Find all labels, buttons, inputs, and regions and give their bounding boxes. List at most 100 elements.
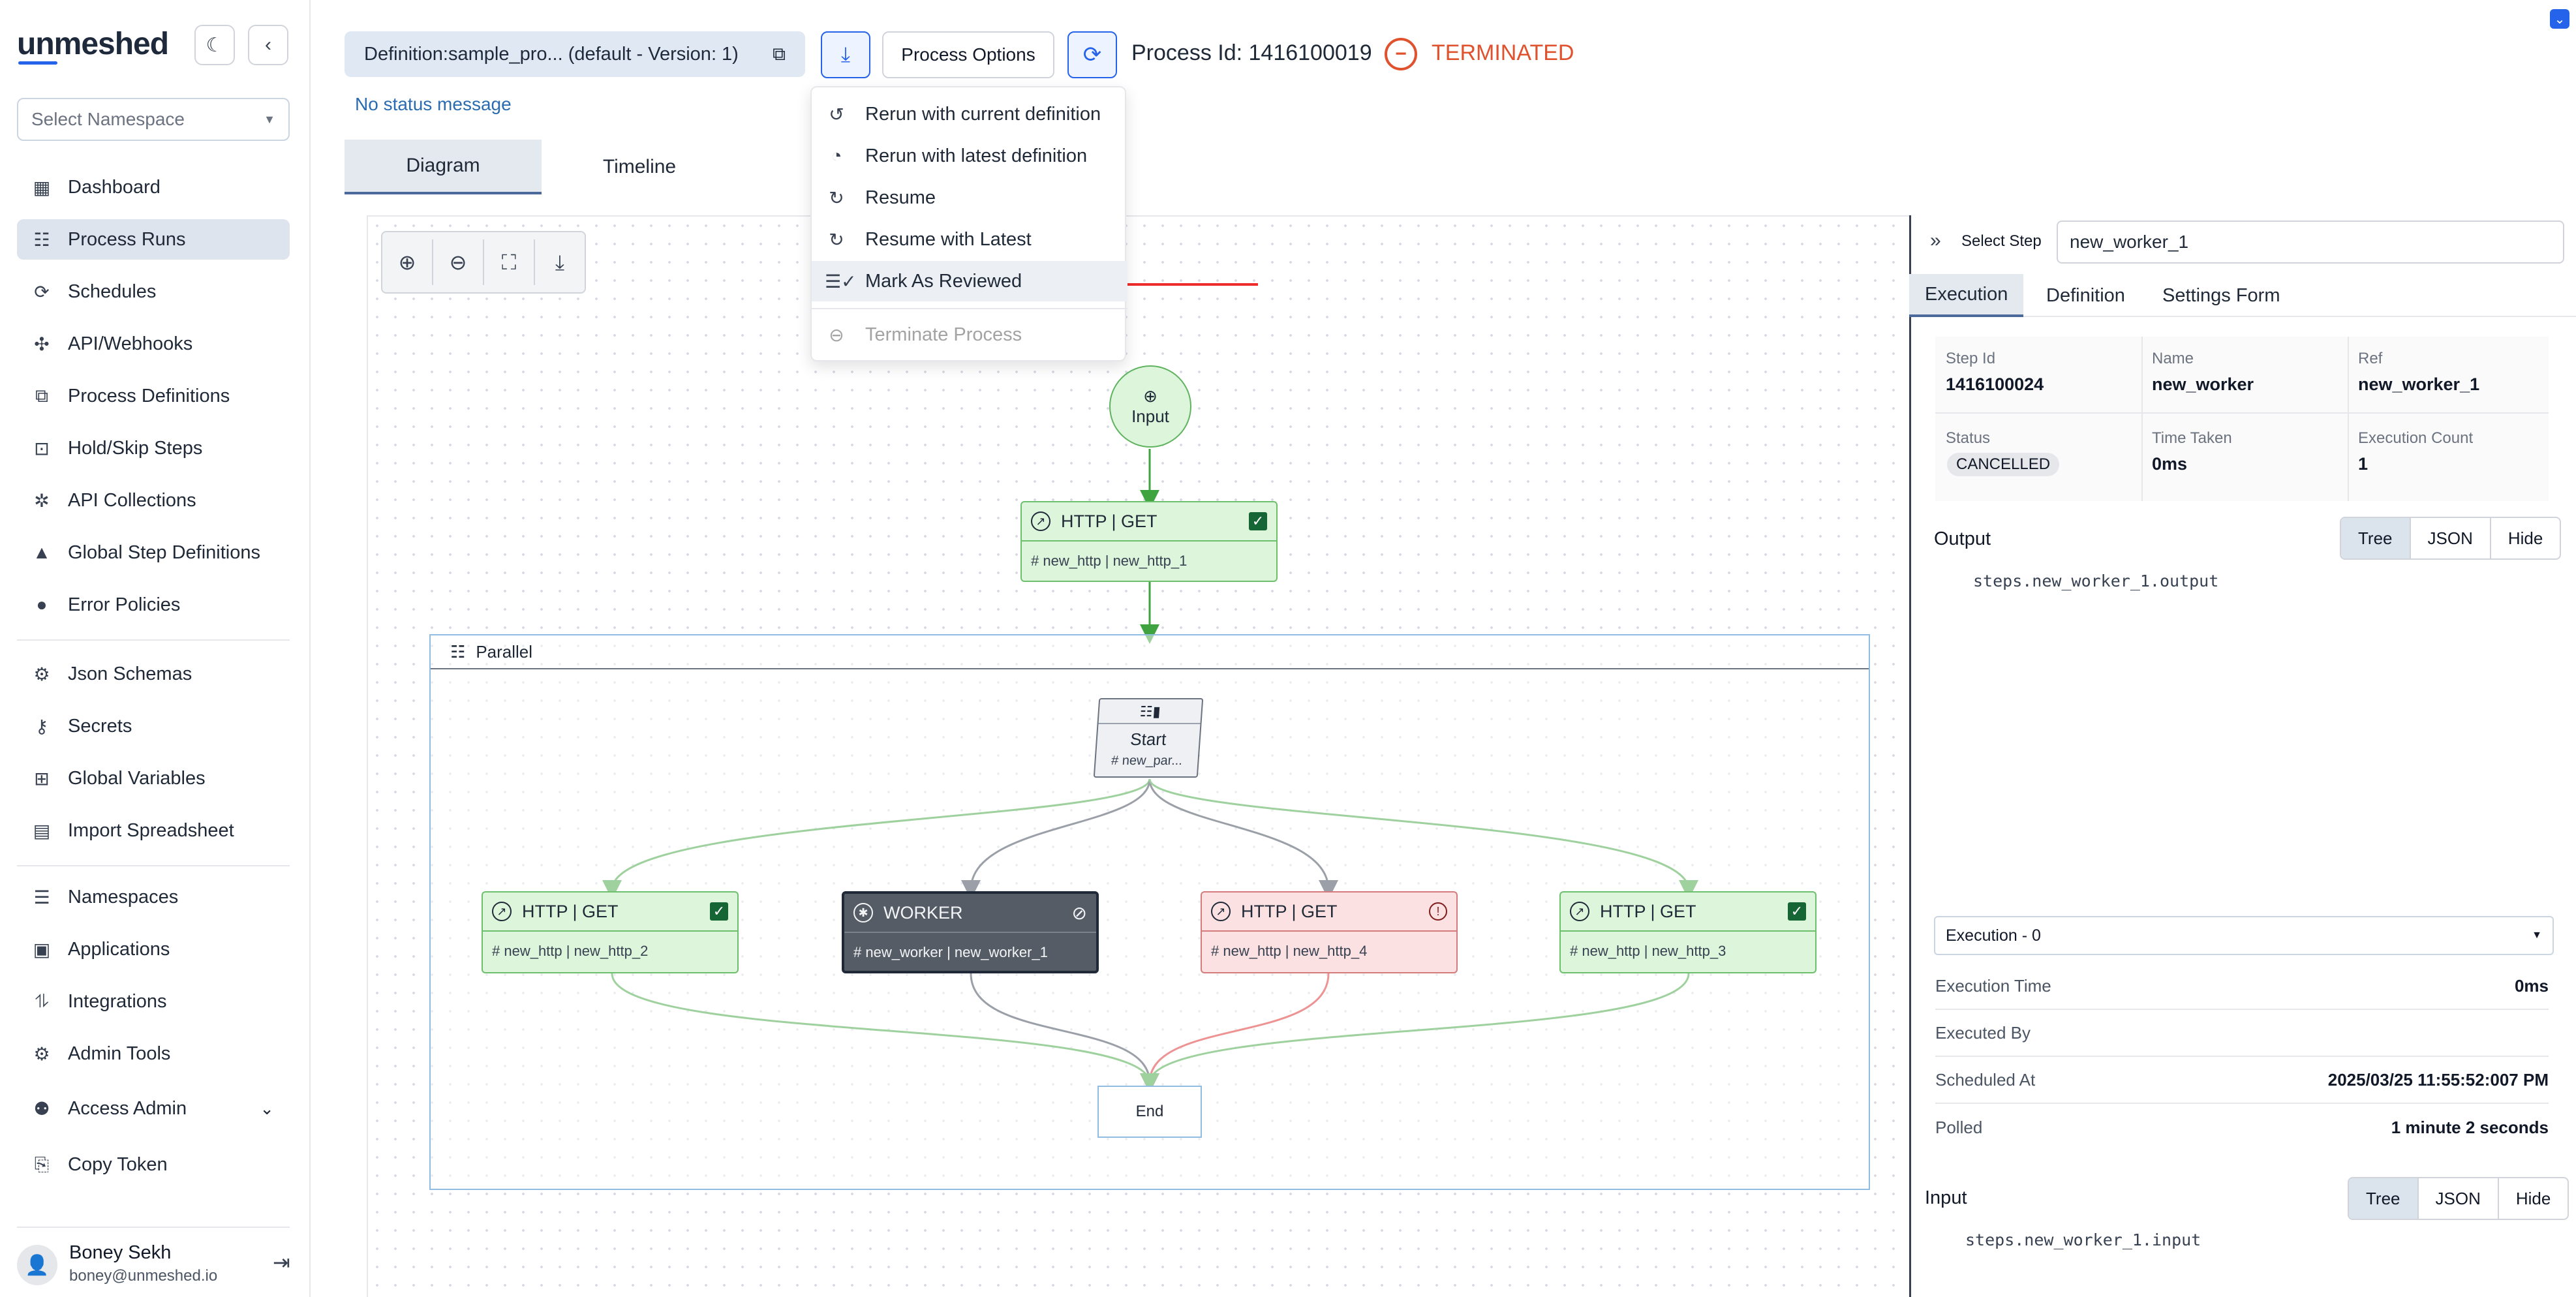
http-node-1[interactable]: ↗HTTP | GET✓ # new_http | new_http_1	[1020, 501, 1278, 582]
sidebar-item-label: Process Runs	[68, 228, 186, 250]
expand-icon[interactable]: ⌄	[2550, 9, 2569, 29]
sidebar-item-global-step-definitions[interactable]: ▲Global Step Definitions	[17, 532, 290, 573]
menu-item-label: Rerun with latest definition	[865, 145, 1088, 166]
theme-toggle-button[interactable]: ☾	[194, 25, 235, 65]
sidebar-item-process-runs[interactable]: ☷Process Runs	[17, 219, 290, 260]
step-id-label: Step Id	[1946, 350, 1996, 367]
sidebar-item-import-spreadsheet[interactable]: ▤Import Spreadsheet	[17, 810, 290, 851]
sidebar-item-api-webhooks[interactable]: ✣API/Webhooks	[17, 324, 290, 364]
sidebar-item-label: Process Definitions	[68, 385, 230, 406]
definition-pill[interactable]: Definition:sample_pro... (default - Vers…	[345, 31, 805, 77]
sidebar-item-applications[interactable]: ▣Applications	[17, 929, 290, 969]
collapse-panel-icon[interactable]: »	[1930, 230, 1941, 251]
grid-divider	[2348, 337, 2349, 501]
collapse-sidebar-button[interactable]: ‹	[248, 25, 288, 65]
tab-settings-form[interactable]: Settings Form	[2162, 284, 2280, 306]
sidebar-item-process-definitions[interactable]: ⧉ Process Definitions	[17, 376, 290, 416]
sidebar-item-copy-token[interactable]: ⎘Copy Token	[17, 1144, 290, 1185]
zoom-toolbar: ⊕ ⊖ ⛶ ⤓	[381, 231, 586, 294]
download-button[interactable]: ⤓	[821, 31, 870, 78]
caret-down-icon: ▼	[264, 112, 275, 126]
input-node[interactable]: ⊕ Input	[1109, 365, 1191, 448]
sidebar-item-api-collections[interactable]: ✲API Collections	[17, 480, 290, 521]
namespace-select[interactable]: Select Namespace ▼	[17, 98, 290, 141]
copy-icon: ⎘	[34, 1153, 50, 1174]
json-schemas-icon: ⚙	[33, 664, 50, 684]
end-node[interactable]: End	[1097, 1086, 1202, 1138]
output-hide-button[interactable]: Hide	[2507, 528, 2543, 548]
menu-item-terminate[interactable]: ⊖Terminate Process	[812, 314, 1127, 355]
terminated-icon: −	[1385, 38, 1417, 70]
node-title: HTTP | GET	[1600, 901, 1696, 921]
mark-reviewed-icon: ☰✓	[825, 271, 857, 292]
input-hide-button[interactable]: Hide	[2515, 1188, 2551, 1208]
node-ref: # new_http | new_http_1	[1031, 553, 1188, 569]
http-node-2[interactable]: ↗HTTP | GET✓ # new_http | new_http_2	[482, 891, 739, 973]
chevron-down-icon: ⌄	[260, 1098, 274, 1118]
menu-item-resume[interactable]: ↻Resume	[812, 177, 1127, 218]
sidebar-item-namespaces[interactable]: ☰Namespaces	[17, 877, 290, 917]
sidebar-divider	[17, 865, 290, 866]
http-node-4[interactable]: ↗HTTP | GET! # new_http | new_http_4	[1201, 891, 1458, 973]
sidebar-item-global-variables[interactable]: ⊞Global Variables	[17, 758, 290, 799]
output-label: Output	[1934, 528, 1991, 549]
sidebar-item-dashboard[interactable]: ▦Dashboard	[17, 167, 290, 207]
refresh-icon: ⟳	[1082, 42, 1102, 67]
refresh-button[interactable]: ⟳	[1067, 31, 1117, 78]
node-title: WORKER	[883, 902, 963, 923]
node-ref: # new_http | new_http_2	[492, 943, 649, 959]
tab-diagram[interactable]: Diagram	[345, 140, 542, 194]
time-taken-value: 0ms	[2152, 454, 2188, 474]
menu-item-resume-latest[interactable]: ↻Resume with Latest	[812, 219, 1127, 260]
zoom-out-icon[interactable]: ⊖	[433, 239, 484, 285]
sidebar-item-secrets[interactable]: ⚷Secrets	[17, 706, 290, 746]
http-node-3[interactable]: ↗HTTP | GET✓ # new_http | new_http_3	[1559, 891, 1817, 973]
process-definitions-icon: ⧉	[35, 385, 48, 406]
tab-definition[interactable]: Definition	[2046, 284, 2125, 306]
ref-label: Ref	[2358, 350, 2383, 367]
applications-icon: ▣	[33, 939, 51, 960]
http-icon: ↗	[1211, 902, 1231, 921]
sidebar-item-integrations[interactable]: ⥮Integrations	[17, 981, 290, 1022]
status-message: No status message	[355, 94, 512, 114]
logo-underline	[18, 61, 57, 65]
sidebar-item-access-admin[interactable]: ⚉Access Admin⌄	[17, 1088, 290, 1129]
detail-value: 1 minute 2 seconds	[2391, 1117, 2549, 1137]
execution-select[interactable]: Execution - 0 ▼	[1934, 916, 2554, 955]
menu-item-rerun-latest[interactable]: ◔Rerun with latest definition	[812, 136, 1127, 176]
detail-row: Executed By	[1935, 1010, 2549, 1057]
user-profile: 👤 Boney Sekh boney@unmeshed.io ⇥	[17, 1240, 304, 1292]
download-diagram-icon[interactable]: ⤓	[555, 251, 565, 274]
menu-item-rerun-current[interactable]: ↺Rerun with current definition	[812, 94, 1127, 134]
sidebar-item-schedules[interactable]: ⟳Schedules	[17, 271, 290, 312]
output-tree-button[interactable]: Tree	[2341, 518, 2411, 558]
execution-select-value: Execution - 0	[1946, 926, 2041, 945]
worker-node[interactable]: ✱WORKER⊘ # new_worker | new_worker_1	[842, 891, 1099, 973]
output-value: steps.new_worker_1.output	[1973, 572, 2219, 590]
logout-icon[interactable]: ⇥	[273, 1251, 290, 1274]
output-json-button[interactable]: JSON	[2411, 518, 2491, 558]
sidebar-item-admin-tools[interactable]: ⚙Admin Tools	[17, 1033, 290, 1074]
process-options-label: Process Options	[901, 44, 1035, 65]
global-variables-icon: ⊞	[34, 768, 50, 789]
input-json-button[interactable]: JSON	[2419, 1178, 2499, 1219]
user-name: Boney Sekh	[69, 1242, 172, 1263]
spreadsheet-icon: ▤	[33, 820, 51, 841]
sidebar-item-hold-skip-steps[interactable]: ⊡Hold/Skip Steps	[17, 428, 290, 468]
fit-view-icon[interactable]: ⛶	[484, 239, 535, 285]
schedules-icon: ⟳	[34, 281, 50, 302]
select-step-input[interactable]: new_worker_1	[2057, 221, 2564, 264]
sidebar-item-label: Json Schemas	[68, 663, 192, 684]
sidebar-item-json-schemas[interactable]: ⚙ Json Schemas	[17, 654, 290, 694]
zoom-in-icon[interactable]: ⊕	[382, 239, 433, 285]
tab-timeline[interactable]: Timeline	[602, 156, 677, 177]
process-options-button[interactable]: Process Options	[882, 31, 1054, 78]
input-tree-button[interactable]: Tree	[2349, 1178, 2419, 1219]
detail-value: 2025/03/25 11:55:52:007 PM	[2327, 1069, 2549, 1090]
sidebar-item-error-policies[interactable]: ●Error Policies	[17, 585, 290, 625]
open-external-icon: ⧉	[773, 43, 786, 64]
start-node[interactable]: ☷▮ Start # new_par...	[1093, 698, 1204, 778]
tab-execution[interactable]: Execution	[1909, 274, 2024, 317]
menu-item-mark-reviewed[interactable]: ☰✓Mark As Reviewed	[812, 261, 1127, 301]
